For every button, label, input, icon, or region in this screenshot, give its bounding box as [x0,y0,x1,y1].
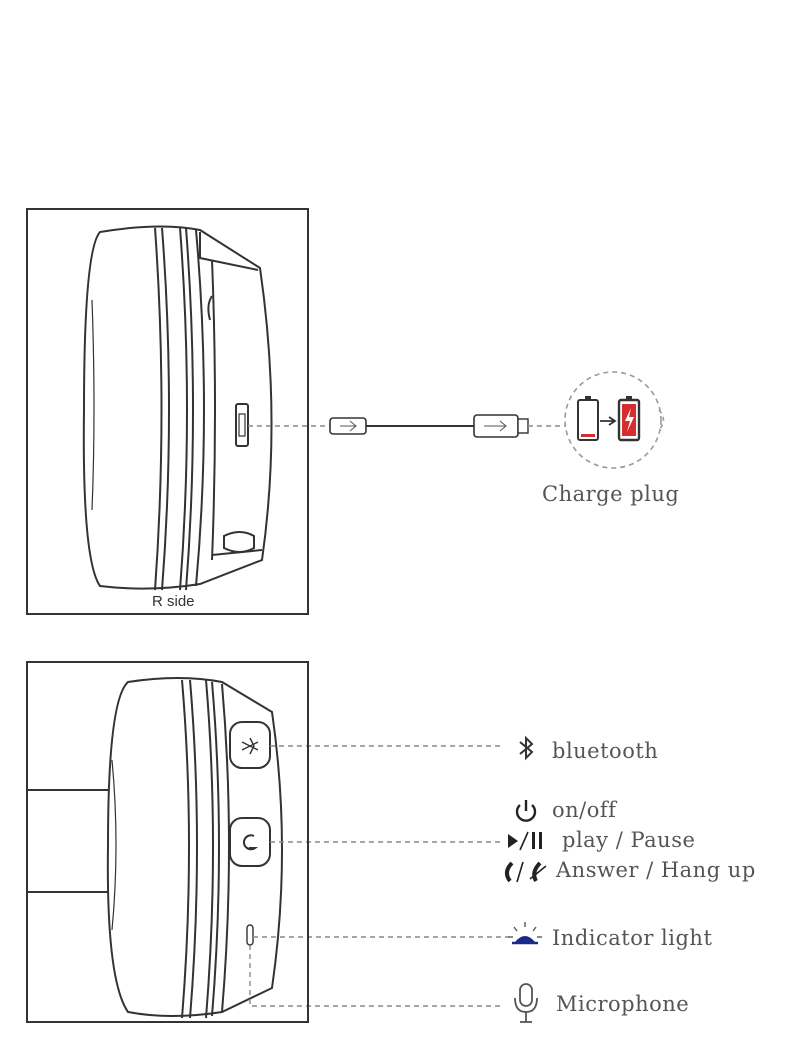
play-pause-label: play / Pause [562,828,696,852]
charge-plug-label: Charge plug [542,482,680,506]
charging-port-icon [235,403,249,447]
onoff-label: on/off [552,798,617,822]
arrow-icon [600,416,617,426]
answer-hangup-label: Answer / Hang up [556,858,756,882]
side-label: R side [152,593,195,610]
left-side-panel [26,661,309,1023]
power-button-icon [242,834,259,851]
power-icon [515,800,537,822]
microphone-icon [514,983,538,1023]
indicator-light-icon [508,922,542,945]
right-earcup-illustration [82,225,273,591]
bluetooth-mark-icon [241,737,259,755]
empty-battery-icon [577,396,599,441]
headband-illustration [28,789,112,893]
charge-circle [564,371,662,469]
bluetooth-icon [519,735,534,761]
charging-battery-icon [617,396,641,442]
bluetooth-button[interactable] [229,721,271,769]
bluetooth-label: bluetooth [552,739,659,763]
microphone-label: Microphone [556,992,690,1016]
indicator-light-label: Indicator light [552,926,713,950]
play-pause-icon [508,831,542,851]
phone-answer-hangup-icon [505,861,547,883]
charging-cable [248,414,566,438]
